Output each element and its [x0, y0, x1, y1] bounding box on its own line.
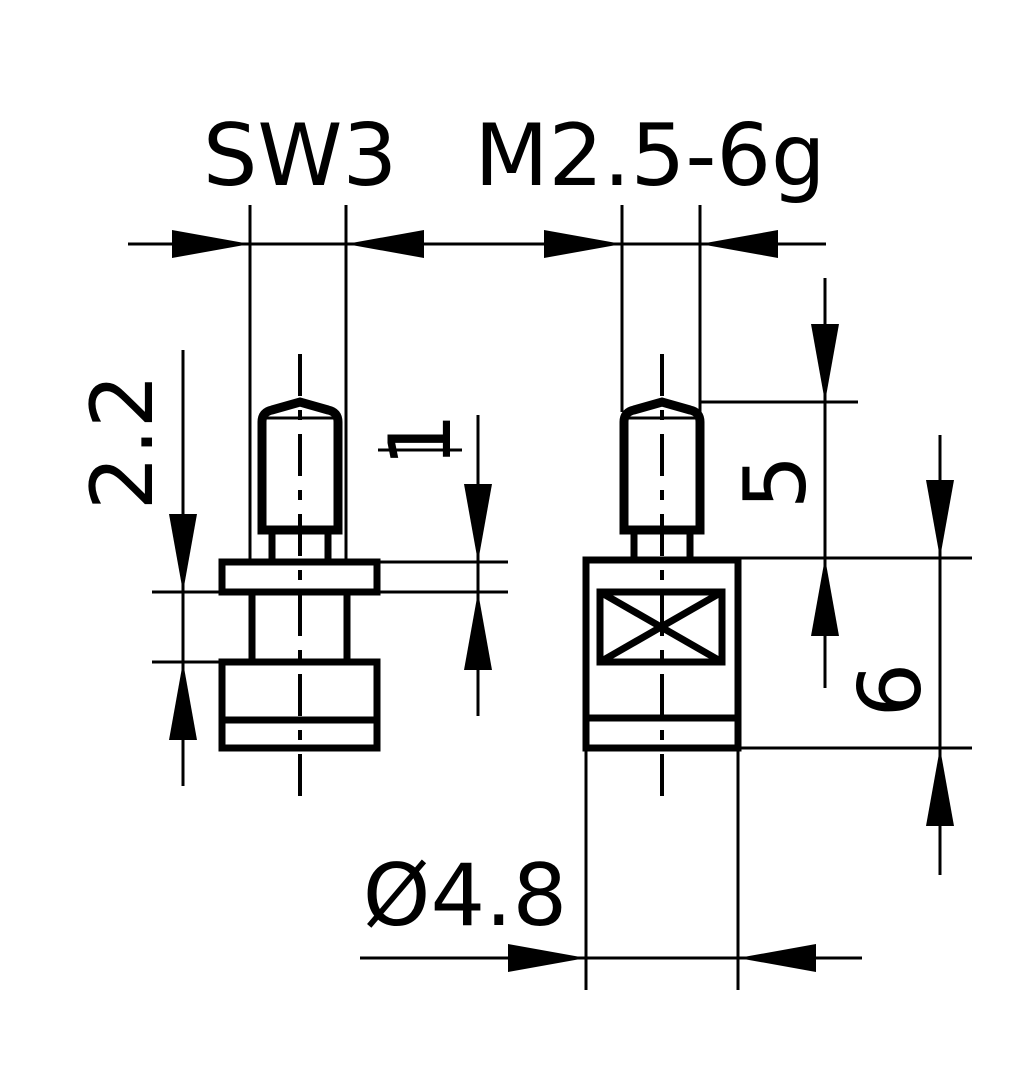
- arrowheads: [169, 230, 954, 972]
- left-part: [218, 354, 381, 800]
- right-body: [582, 556, 742, 752]
- left-flange: [218, 558, 381, 596]
- sw-label: SW3: [203, 106, 397, 206]
- right-tip-body: [619, 397, 705, 535]
- body-arrow-bottom: [926, 748, 954, 826]
- flange-arrow-top: [464, 484, 492, 562]
- flange-thickness-label: 1: [371, 413, 471, 468]
- left-base: [218, 658, 381, 752]
- collar-height-label: 2.2: [73, 374, 173, 511]
- thread-arrow-left: [544, 230, 622, 258]
- collar-arrow-bottom: [169, 662, 197, 740]
- left-neck: [268, 530, 332, 562]
- dia-arrow-right: [738, 944, 816, 972]
- left-shaft: [248, 592, 351, 662]
- right-part: [582, 354, 742, 800]
- thread-label: M2.5-6g: [474, 106, 825, 206]
- sw3-arrow-left: [172, 230, 250, 258]
- tip-length-label: 5: [726, 455, 826, 510]
- body-height-label: 6: [841, 663, 941, 718]
- sw3-arrow-right: [346, 230, 424, 258]
- dimension-labels: SW3 M2.5-6g 2.2 1 5 6 Ø4.8: [73, 106, 941, 946]
- right-neck: [630, 530, 694, 560]
- thread-arrow-right: [700, 230, 778, 258]
- dia-arrow-left: [508, 944, 586, 972]
- right-flat: [596, 588, 726, 666]
- flange-arrow-bottom: [464, 592, 492, 670]
- left-tip-body: [257, 397, 343, 535]
- tip-arrow-bottom: [811, 558, 839, 636]
- tip-arrow-top: [811, 324, 839, 402]
- body-arrow-top: [926, 480, 954, 558]
- collar-arrow-top: [169, 514, 197, 592]
- diameter-label: Ø4.8: [363, 846, 567, 946]
